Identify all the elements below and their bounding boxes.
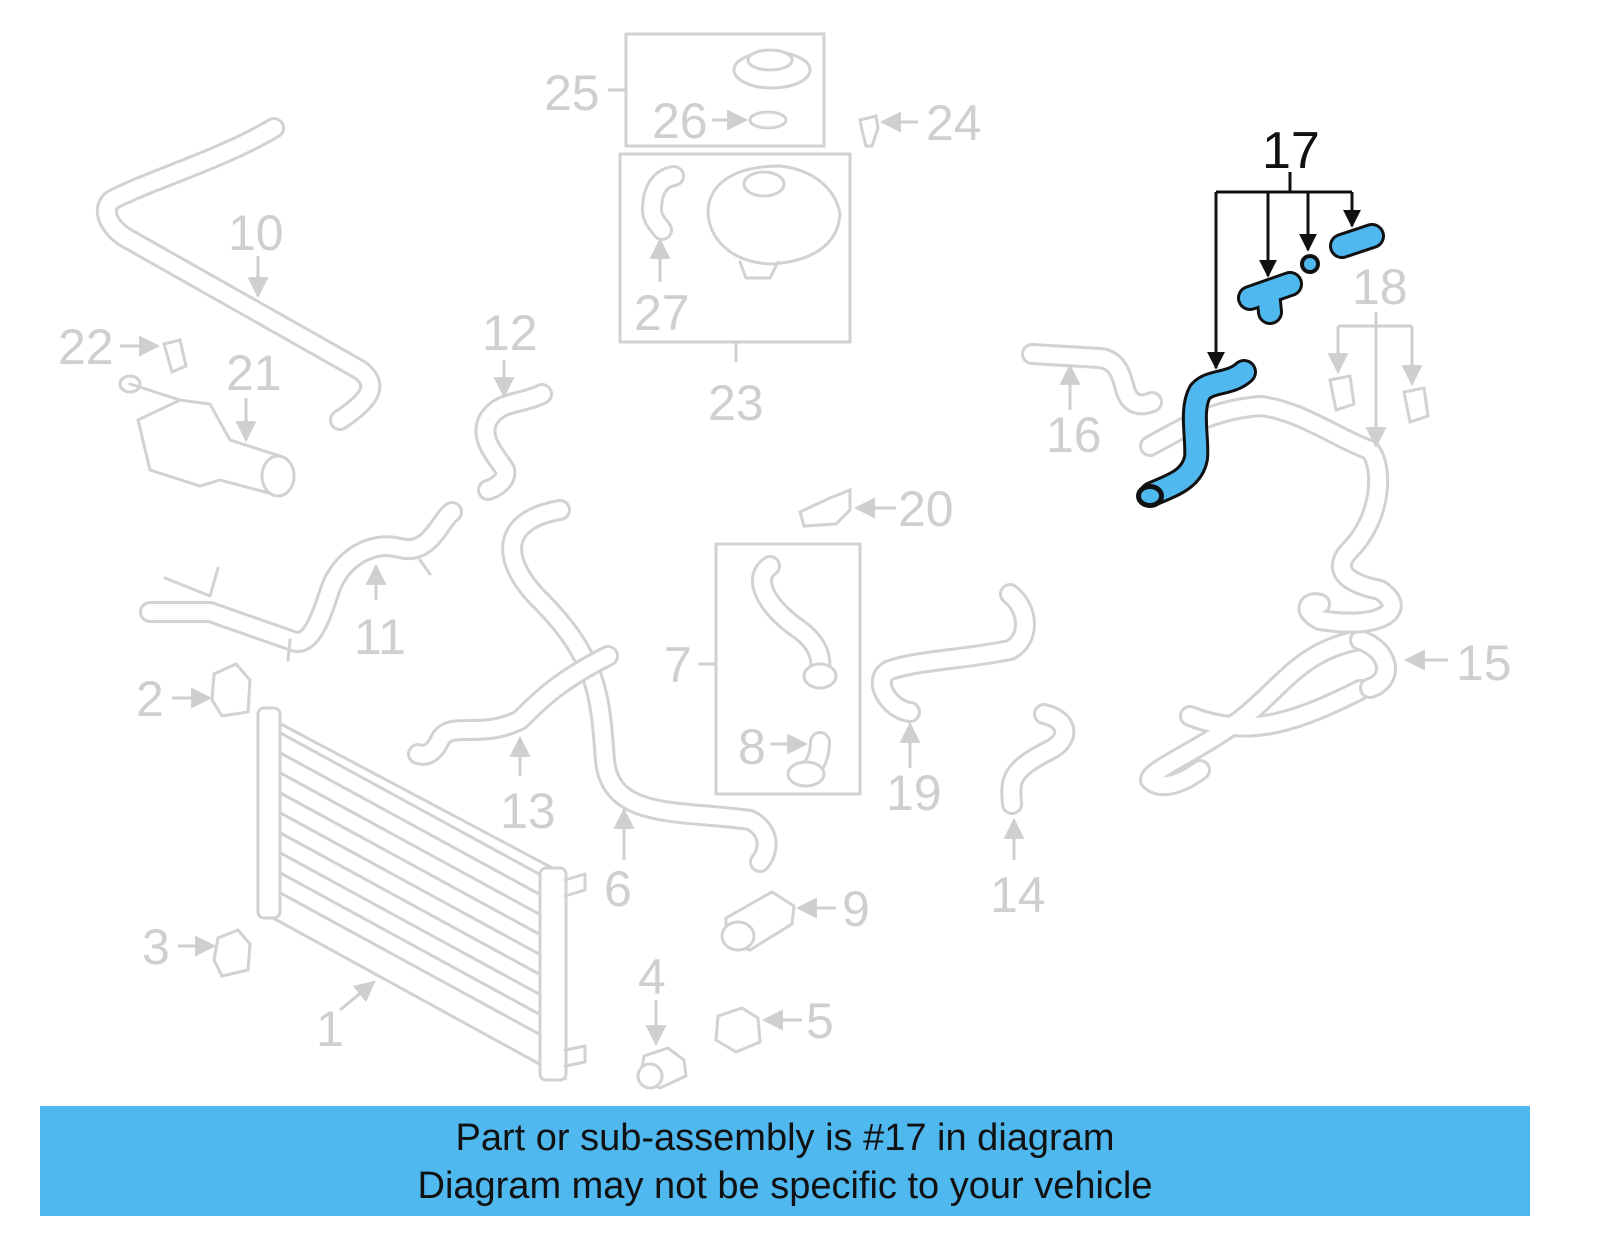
label-1: 1	[316, 1001, 344, 1057]
label-17: 17	[1262, 122, 1320, 180]
part-8-elbow[interactable]	[786, 731, 831, 788]
label-4: 4	[638, 949, 666, 1005]
part-17-hose-set[interactable]	[1136, 223, 1385, 508]
part-25-cap[interactable]	[732, 48, 812, 90]
part-4-sensor[interactable]	[636, 1046, 688, 1090]
label-10: 10	[228, 205, 284, 261]
part-14-hose[interactable]	[1000, 703, 1076, 815]
part-23-expansion-tank[interactable]	[706, 164, 842, 280]
label-27: 27	[634, 285, 690, 341]
info-banner: Part or sub-assembly is #17 in diagram D…	[40, 1106, 1530, 1216]
label-18: 18	[1352, 259, 1408, 315]
part-18-hose[interactable]	[1139, 374, 1430, 634]
label-8: 8	[738, 719, 766, 775]
label-26: 26	[652, 93, 708, 149]
label-25: 25	[544, 65, 600, 121]
part-12-hose[interactable]	[474, 383, 553, 501]
label-19: 19	[886, 765, 942, 821]
label-21: 21	[226, 345, 282, 401]
label-22: 22	[58, 319, 114, 375]
label-9: 9	[842, 881, 870, 937]
label-11: 11	[354, 609, 406, 665]
label-15: 15	[1456, 635, 1512, 691]
banner-line-1: Part or sub-assembly is #17 in diagram	[455, 1117, 1115, 1159]
part-17-tee-connector[interactable]	[1237, 271, 1303, 325]
part-1-radiator[interactable]	[256, 706, 587, 1082]
label-6: 6	[604, 861, 632, 917]
label-2: 2	[136, 671, 164, 727]
label-13: 13	[500, 783, 556, 839]
part-11-pipe[interactable]	[139, 501, 463, 662]
label-7: 7	[664, 637, 692, 693]
part-7-hose[interactable]	[751, 555, 838, 690]
part-27-hose[interactable]	[641, 165, 685, 241]
label-14: 14	[990, 867, 1046, 923]
label-5: 5	[806, 993, 834, 1049]
part-20-connector[interactable]	[798, 487, 852, 528]
part-15-hose[interactable]	[1139, 629, 1397, 797]
part-22-clip[interactable]	[162, 338, 188, 375]
part-17-clamp[interactable]	[1300, 254, 1320, 274]
part-2-bracket[interactable]	[210, 662, 252, 718]
label-16: 16	[1046, 407, 1102, 463]
label-23: 23	[708, 375, 764, 431]
part-10-pipe[interactable]	[95, 117, 382, 431]
part-13-pipe[interactable]	[407, 645, 619, 766]
label-3: 3	[142, 919, 170, 975]
label-20: 20	[898, 481, 954, 537]
part-3-bracket[interactable]	[212, 928, 252, 978]
part-6-hose[interactable]	[501, 499, 778, 873]
part-9-flange[interactable]	[720, 890, 796, 952]
part-7-kit-box[interactable]	[714, 542, 862, 796]
part-19-hose[interactable]	[870, 583, 1036, 723]
part-17-short-hose[interactable]	[1329, 223, 1385, 259]
part-21-housing[interactable]	[118, 374, 296, 498]
part-26-seal[interactable]	[748, 110, 788, 130]
banner-line-2: Diagram may not be specific to your vehi…	[417, 1165, 1153, 1207]
label-24: 24	[926, 95, 982, 151]
part-5-sensor[interactable]	[714, 1006, 762, 1054]
part-16-hose[interactable]	[1021, 343, 1163, 416]
label-12: 12	[482, 305, 538, 361]
part-17-main-hose[interactable]	[1136, 359, 1257, 508]
part-24-bolt[interactable]	[858, 114, 880, 148]
